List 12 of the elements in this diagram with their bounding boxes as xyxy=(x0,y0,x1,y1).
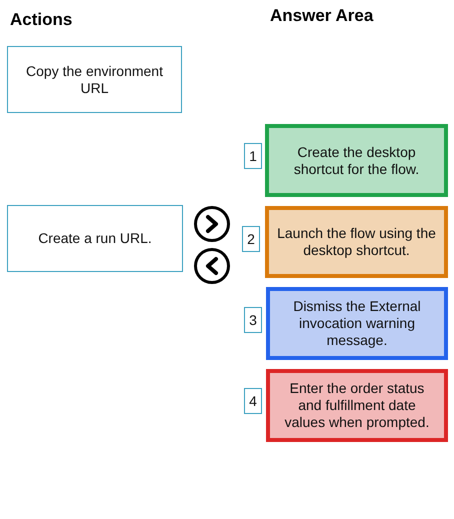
step-number: 1 xyxy=(244,143,262,169)
action-card: Create a run URL. xyxy=(7,205,183,272)
answer-card: Create the desktop shortcut for the flow. xyxy=(265,124,448,197)
step-number: 2 xyxy=(242,226,260,252)
answer-card: Launch the flow using the desktop shortcut. xyxy=(265,206,448,278)
step-number: 4 xyxy=(244,388,262,414)
step-number: 3 xyxy=(244,307,262,333)
answer-card: Dismiss the External invocation warning message. xyxy=(266,287,448,360)
column-heading: Actions xyxy=(10,10,72,30)
column-heading: Answer Area xyxy=(270,6,374,26)
action-card: Copy the environment URL xyxy=(7,46,182,113)
answer-card: Enter the order status and fulfillment date values when prompted. xyxy=(266,369,448,442)
